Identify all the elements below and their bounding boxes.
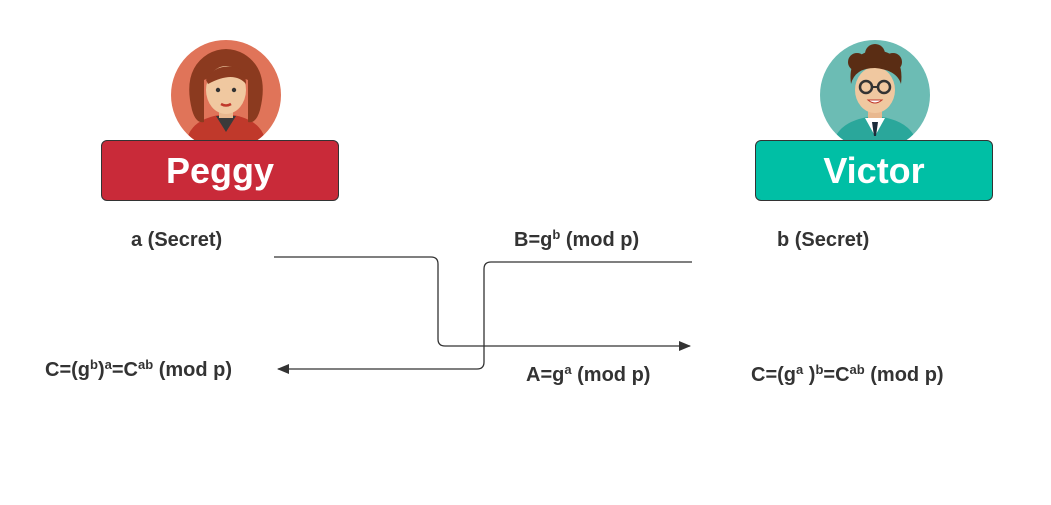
peggy-secret-label: a (Secret) [131, 229, 223, 251]
victor-secret-label: b (Secret) [777, 229, 870, 251]
peggy-name: Peggy [165, 149, 275, 191]
peggy-avatar-icon [171, 40, 281, 145]
peggy-to-victor-arrow [274, 256, 691, 351]
victor-name-box: Victor [755, 140, 993, 201]
victor-avatar-icon [820, 40, 930, 145]
peggy-name-box: Peggy [101, 140, 339, 201]
a-public-value-label: A=ga (mod p) [526, 362, 651, 386]
b-public-value-label: B=gb (mod p) [514, 227, 640, 251]
victor-to-peggy-arrow [277, 261, 692, 374]
victor-name: Victor [823, 149, 925, 191]
peggy-shared-secret-label: C=(gb)a=Cab (mod p) [45, 357, 233, 381]
victor-shared-secret-label: C=(ga )b=Cab (mod p) [751, 362, 944, 386]
